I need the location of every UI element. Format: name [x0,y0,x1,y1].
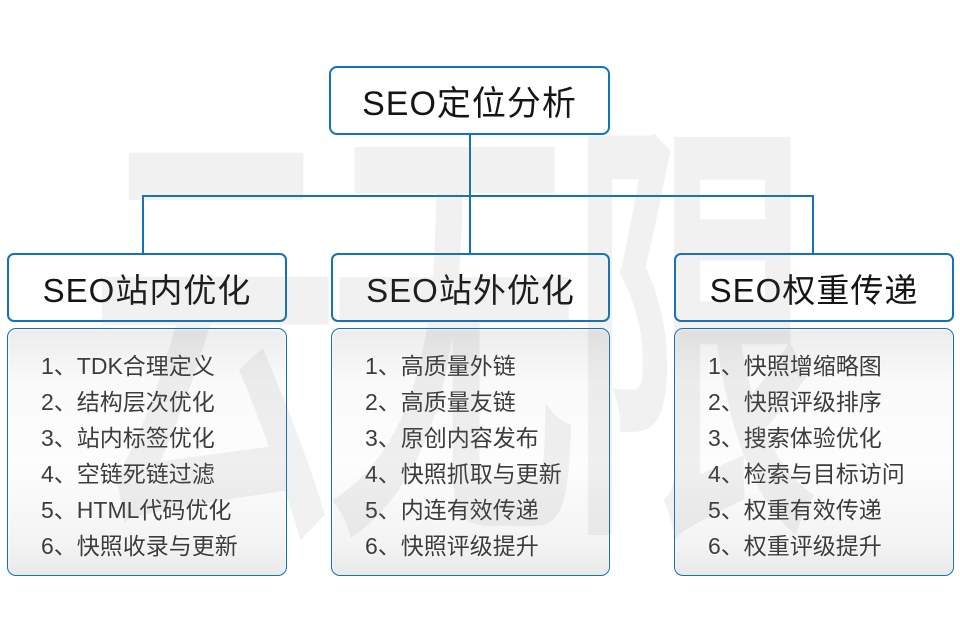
list-item: 4、空链死链过滤 [41,461,215,487]
list-item: 1、TDK合理定义 [41,353,215,379]
root-node-title: SEO定位分析 [362,85,577,123]
item-list: 1、高质量外链 2、高质量友链 3、原创内容发布 4、快照抓取与更新 5、内连有效传递 6… [332,329,609,564]
column-header-offsite: SEO站外优化 [331,253,610,322]
list-item: 5、权重有效传递 [708,497,882,523]
item-list: 1、快照增缩略图 2、快照评级排序 3、搜索体验优化 4、检索与目标访问 5、权重有效传… [675,329,953,564]
list-item: 3、原创内容发布 [365,425,539,451]
connector-horizontal-bar [142,195,814,197]
list-item: 6、快照评级提升 [365,533,539,559]
column-header-onsite: SEO站内优化 [7,253,287,322]
connector-drop-right [812,195,814,254]
list-item: 3、站内标签优化 [41,425,215,451]
column-header-weight: SEO权重传递 [674,253,954,322]
connector-drop-middle [469,195,471,254]
root-node: SEO定位分析 [329,66,610,135]
column-panel-weight: 1、快照增缩略图 2、快照评级排序 3、搜索体验优化 4、检索与目标访问 5、权重有效传… [674,328,954,576]
item-list: 1、TDK合理定义 2、结构层次优化 3、站内标签优化 4、空链死链过滤 5、HTML代… [8,329,286,564]
list-item: 6、快照收录与更新 [41,533,238,559]
list-item: 2、结构层次优化 [41,389,215,415]
list-item: 4、检索与目标访问 [708,461,905,487]
column-title: SEO权重传递 [709,271,919,309]
column-title: SEO站外优化 [366,271,575,309]
list-item: 1、高质量外链 [365,353,516,379]
list-item: 5、HTML代码优化 [41,497,232,523]
list-item: 2、快照评级排序 [708,389,882,415]
list-item: 6、权重评级提升 [708,533,882,559]
list-item: 3、搜索体验优化 [708,425,882,451]
column-title: SEO站内优化 [42,271,252,309]
list-item: 4、快照抓取与更新 [365,461,562,487]
list-item: 2、高质量友链 [365,389,516,415]
column-panel-offsite: 1、高质量外链 2、高质量友链 3、原创内容发布 4、快照抓取与更新 5、内连有效传递 6… [331,328,610,576]
connector-root-stem [469,133,471,196]
list-item: 1、快照增缩略图 [708,353,882,379]
column-panel-onsite: 1、TDK合理定义 2、结构层次优化 3、站内标签优化 4、空链死链过滤 5、HTML代… [7,328,287,576]
connector-drop-left [142,195,144,254]
list-item: 5、内连有效传递 [365,497,539,523]
